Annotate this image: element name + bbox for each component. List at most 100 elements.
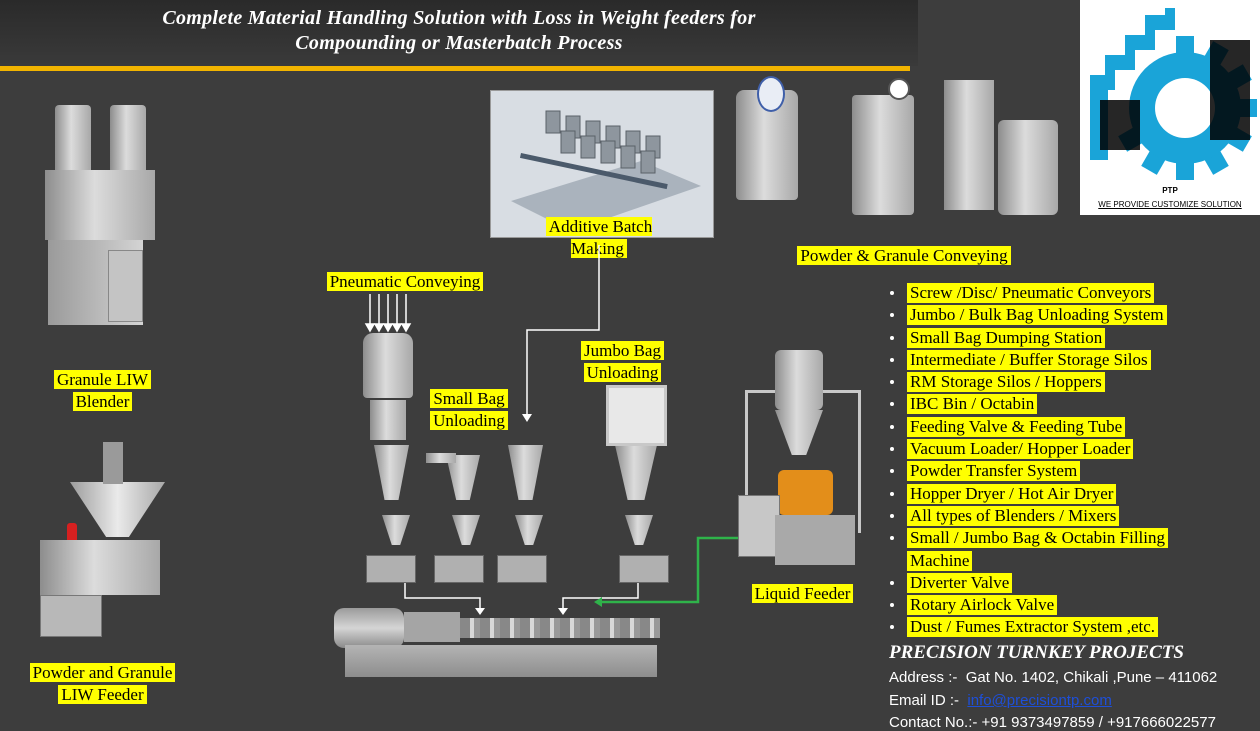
bullet-icon: [890, 335, 894, 340]
feeder-drive-2: [434, 555, 484, 583]
service-label: Vacuum Loader/ Hopper Loader: [907, 439, 1134, 460]
control-cabinet-image: [944, 80, 994, 210]
additive-batch-image: Additive Batch Making: [490, 90, 714, 258]
liw-feeder-body: [40, 540, 160, 595]
service-item: Small / Jumbo Bag & Octabin Filling: [888, 528, 1168, 550]
service-item: All types of Blenders / Mixers: [888, 505, 1168, 528]
feeder-drive-4: [619, 555, 669, 583]
service-item: Small Bag Dumping Station: [888, 327, 1168, 350]
jumbo-bag-frame: [606, 385, 667, 446]
blender-body: [45, 170, 155, 240]
service-label: Diverter Valve: [907, 572, 1013, 593]
liquid-feeder-tank: [775, 350, 823, 410]
pressure-gauge-icon: [888, 78, 910, 100]
service-label: Hopper Dryer / Hot Air Dryer: [907, 483, 1117, 504]
blender-hopper-right: [110, 105, 146, 175]
service-item: RM Storage Silos / Hoppers: [888, 372, 1168, 394]
page-title: Complete Material Handling Solution with…: [0, 6, 918, 56]
extruder-gearbox: [404, 612, 460, 642]
service-label: Machine: [907, 550, 973, 571]
page-title-line-2: Compounding or Masterbatch Process: [295, 32, 623, 54]
pneumatic-receiver: [363, 333, 413, 398]
email-link[interactable]: info@precisiontp.com: [967, 692, 1112, 709]
powder-granule-conveying-label: Powder & Granule Conveying: [764, 245, 1044, 267]
feeder-drive-1: [366, 555, 416, 583]
liw-feeder-controller: [40, 595, 102, 637]
service-label: Screw /Disc/ Pneumatic Conveyors: [907, 283, 1155, 303]
filter-dome-icon: [757, 76, 785, 112]
bullet-icon: [890, 513, 894, 518]
service-label: Small Bag Dumping Station: [907, 327, 1106, 348]
bullet-icon: [890, 291, 894, 295]
bullet-icon: [890, 380, 894, 385]
blender-panel: [108, 250, 143, 322]
liquid-feeder-controller: [738, 495, 780, 557]
service-label: Small / Jumbo Bag & Octabin Filling: [907, 528, 1168, 549]
additive-label: Additive Batch Making: [519, 216, 679, 260]
company-name: PRECISION TURNKEY PROJECTS: [889, 642, 1184, 663]
pneumatic-conveying-label: Pneumatic Conveying: [300, 271, 510, 293]
page-title-line-1: Complete Material Handling Solution with…: [162, 7, 756, 29]
address-value: Gat No. 1402, Chikali ,Pune – 411062: [965, 669, 1218, 686]
contact-label: Contact No.:-: [889, 714, 978, 731]
bullet-icon: [890, 357, 894, 362]
contact-value: +91 9373497859 / +917666022577: [981, 714, 1216, 731]
service-item: Powder Transfer System: [888, 461, 1168, 483]
service-label: All types of Blenders / Mixers: [907, 505, 1120, 526]
bullet-icon: [890, 424, 894, 429]
service-label: RM Storage Silos / Hoppers: [907, 372, 1105, 393]
logo-tagline: WE PROVIDE CUSTOMIZE SOLUTION: [1098, 200, 1242, 209]
service-label: Dust / Fumes Extractor System ,etc.: [907, 617, 1159, 638]
blender-hopper-left: [55, 105, 91, 175]
service-item: IBC Bin / Octabin: [888, 394, 1168, 416]
title-underline: [0, 66, 910, 71]
bullet-icon: [890, 491, 894, 496]
bullet-icon: [890, 536, 894, 541]
bullet-icon: [890, 469, 894, 474]
address-label: Address :-: [889, 669, 958, 686]
service-label: Rotary Airlock Valve: [907, 595, 1058, 616]
batch-feeder-illustration: [511, 110, 701, 231]
service-label: IBC Bin / Octabin: [907, 394, 1038, 415]
bullet-icon: [890, 447, 894, 452]
service-item: Feeding Valve & Feeding Tube: [888, 416, 1168, 439]
liquid-feeder-label: Liquid Feeder: [740, 583, 865, 605]
service-item: Hopper Dryer / Hot Air Dryer: [888, 483, 1168, 506]
bullet-icon: [890, 625, 894, 630]
liw-feeder-inlet: [103, 442, 123, 484]
hopper-loader-image: [852, 95, 914, 215]
service-item: Intermediate / Buffer Storage Silos: [888, 349, 1168, 372]
bullet-icon: [890, 603, 894, 608]
receiver-image: [998, 120, 1058, 215]
email-line: Email ID :- info@precisiontp.com: [889, 692, 1112, 709]
service-item: Machine: [888, 550, 1168, 573]
service-item: Dust / Fumes Extractor System ,etc.: [888, 617, 1168, 639]
feeder-drive-3: [497, 555, 547, 583]
service-label: Intermediate / Buffer Storage Silos: [907, 349, 1151, 370]
company-logo: PTP WE PROVIDE CUSTOMIZE SOLUTION: [1080, 0, 1260, 215]
email-label: Email ID :-: [889, 692, 960, 709]
bullet-icon: [890, 313, 894, 318]
pneumatic-hopper: [370, 400, 406, 440]
service-label: Powder Transfer System: [907, 461, 1081, 482]
service-item: Rotary Airlock Valve: [888, 595, 1168, 617]
extruder-motor: [334, 608, 404, 648]
contact-line: Contact No.:- +91 9373497859 / +91766602…: [889, 714, 1216, 731]
address-line: Address :- Gat No. 1402, Chikali ,Pune –…: [889, 669, 1217, 686]
service-label: Jumbo / Bulk Bag Unloading System: [907, 305, 1167, 326]
service-item: Vacuum Loader/ Hopper Loader: [888, 439, 1168, 461]
service-item: Jumbo / Bulk Bag Unloading System: [888, 305, 1168, 327]
logo-brand: PTP: [1162, 186, 1178, 195]
extruder-barrel: [460, 618, 660, 638]
bullet-icon: [890, 402, 894, 407]
title-banner: [0, 0, 918, 66]
liquid-pump: [778, 470, 833, 515]
service-item: Diverter Valve: [888, 572, 1168, 595]
bag-dump-tray: [426, 453, 456, 463]
